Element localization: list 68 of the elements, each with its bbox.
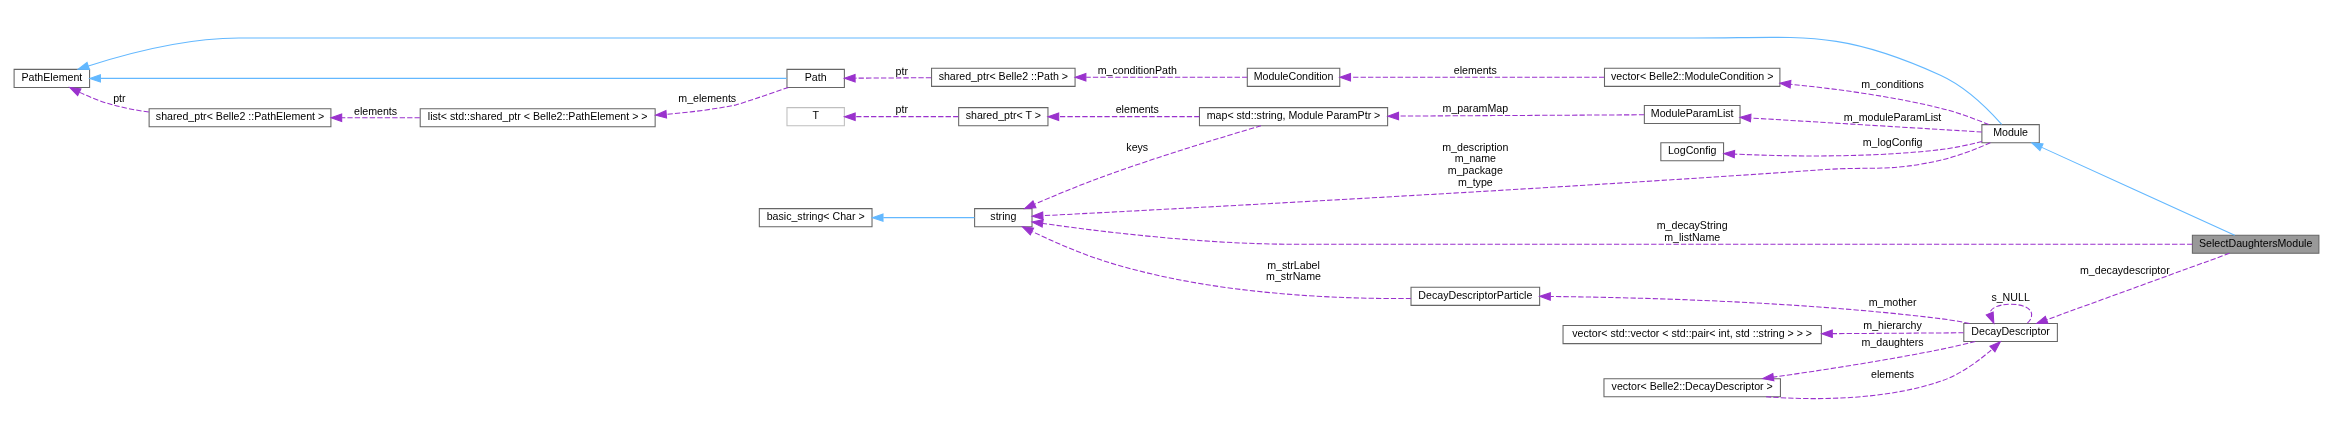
arrow bbox=[1820, 329, 1965, 339]
arrow bbox=[1030, 142, 1991, 221]
edge-label: ptr bbox=[895, 65, 908, 78]
arrow bbox=[1046, 112, 1200, 122]
arrow bbox=[1985, 303, 2033, 325]
edge-label: m_moduleParamList bbox=[1843, 110, 1942, 123]
node-box: DecayDescriptor bbox=[1963, 322, 2058, 343]
arrow bbox=[654, 86, 789, 119]
arrow bbox=[1761, 341, 1976, 382]
edge-label: elements bbox=[1115, 103, 1159, 116]
edge-label: m_strLabel m_strName bbox=[1266, 258, 1321, 283]
arrow bbox=[329, 113, 421, 123]
edge-label: ptr bbox=[113, 91, 126, 104]
node-box: shared_ptr< Belle2 ::PathElement > bbox=[148, 108, 332, 128]
node-box: SelectDaughtersModule bbox=[2191, 234, 2320, 254]
edge-label: keys bbox=[1126, 140, 1149, 153]
arrow bbox=[68, 86, 150, 113]
arrow bbox=[2030, 142, 2236, 236]
arrow bbox=[1722, 140, 1983, 159]
node-box: vector< std::vector < std::pair< int, std ::string > > > bbox=[1562, 325, 1822, 345]
node-box: vector< Belle2::ModuleCondition > bbox=[1603, 67, 1781, 87]
node-box: ModuleCondition bbox=[1246, 67, 1341, 87]
node-box: shared_ptr< Belle2 ::Path > bbox=[931, 67, 1076, 87]
edge-label: s_NULL bbox=[1991, 291, 2030, 304]
edge-label: m_hierarchy bbox=[1863, 319, 1922, 332]
edge-label: m_decaydescriptor bbox=[2080, 263, 2170, 276]
arrow bbox=[842, 73, 932, 83]
arrow bbox=[1073, 72, 1248, 82]
edge-label: m_logConfig bbox=[1862, 136, 1923, 149]
node-box: map< std::string, Module ParamPtr > bbox=[1198, 107, 1389, 127]
node-box: DecayDescriptorParticle bbox=[1410, 286, 1541, 306]
node-box: vector< Belle2::DecayDescriptor > bbox=[1603, 378, 1781, 398]
arrow bbox=[1020, 226, 1412, 300]
arrow bbox=[1765, 340, 2002, 400]
arrow bbox=[1030, 219, 2193, 245]
node-box: basic_string< Char > bbox=[758, 208, 873, 228]
edge-label: m_decayString m_listName bbox=[1656, 219, 1728, 244]
edge-label: elements bbox=[1453, 64, 1497, 77]
edge-label: m_paramMap bbox=[1442, 102, 1509, 115]
arrow bbox=[1538, 292, 1971, 324]
arrow bbox=[1778, 79, 1990, 126]
arrow bbox=[1023, 125, 1262, 210]
node-box: ModuleParamList bbox=[1643, 104, 1741, 125]
edge-label: elements bbox=[353, 104, 398, 117]
node-box: PathElement bbox=[13, 68, 91, 88]
node-box: Path bbox=[786, 68, 845, 88]
node-box: Module bbox=[1981, 124, 2040, 144]
arrow bbox=[1338, 72, 1605, 82]
edge-label: m_mother bbox=[1868, 295, 1917, 308]
edge-label: m_daughters bbox=[1861, 336, 1924, 349]
arrow bbox=[1386, 111, 1645, 121]
arrow bbox=[88, 73, 788, 83]
node-box: LogConfig bbox=[1660, 142, 1725, 162]
arrow bbox=[842, 112, 959, 122]
arrow bbox=[1738, 113, 1983, 133]
node-box: T bbox=[786, 107, 845, 127]
edge-label: m_elements bbox=[678, 91, 737, 104]
edge-label: m_description m_name m_package m_type bbox=[1442, 140, 1509, 188]
arrow bbox=[2035, 252, 2231, 324]
node-box: list< std::shared_ptr < Belle2::PathElement > > bbox=[419, 108, 656, 128]
node-box: string bbox=[974, 208, 1033, 228]
edge-label: m_conditions bbox=[1861, 77, 1924, 90]
arrow bbox=[870, 213, 975, 223]
edge-label: m_conditionPath bbox=[1097, 64, 1177, 77]
edge-label: elements bbox=[1871, 368, 1915, 381]
node-box: shared_ptr< T > bbox=[958, 107, 1049, 127]
edge-label: ptr bbox=[895, 103, 908, 116]
arrow bbox=[76, 36, 2003, 125]
